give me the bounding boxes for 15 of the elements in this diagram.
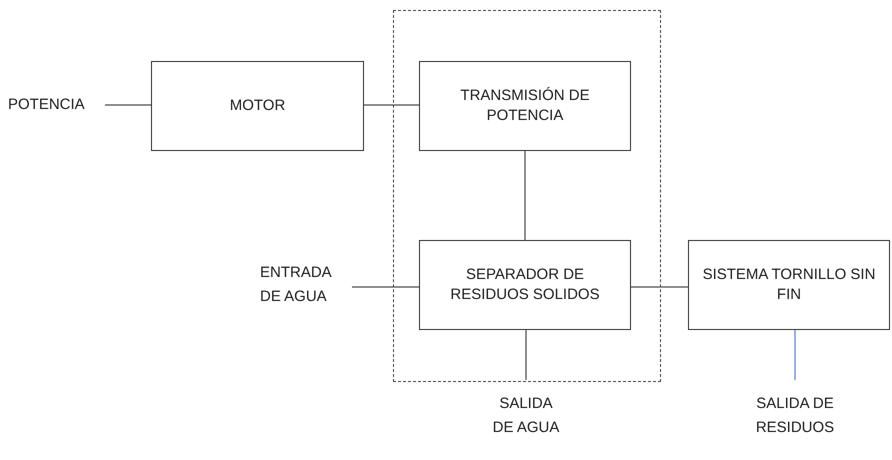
- process-box: SISTEMA TORNILLO SIN FIN: [688, 240, 890, 330]
- connector-line: [364, 104, 420, 106]
- connector-line: [630, 286, 688, 288]
- io-label: SALIDA DE RESIDUOS: [745, 380, 845, 452]
- connector-line: [794, 330, 796, 380]
- connector-line: [524, 150, 526, 240]
- process-box: MOTOR: [151, 61, 364, 151]
- dashed-boundary-box: [393, 10, 661, 382]
- connector-line: [104, 104, 152, 106]
- connector-line: [352, 286, 420, 288]
- io-label: POTENCIA: [8, 92, 105, 118]
- io-label: ENTRADA DE AGUA: [260, 258, 352, 312]
- io-label: SALIDA DE AGUA: [492, 380, 560, 452]
- process-box: SEPARADOR DE RESIDUOS SOLIDOS: [419, 240, 631, 330]
- process-box: TRANSMISIÓN DE POTENCIA: [419, 61, 631, 151]
